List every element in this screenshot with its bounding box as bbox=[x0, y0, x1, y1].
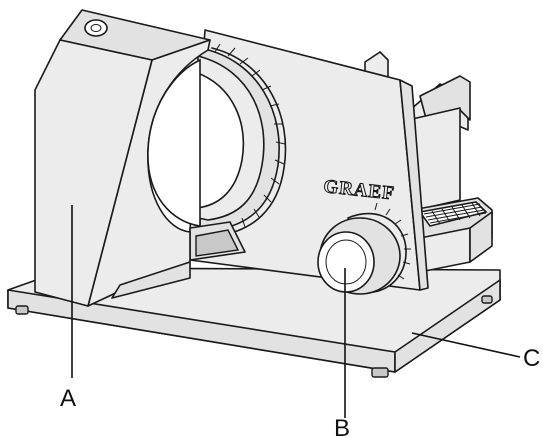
callout-label-a: A bbox=[60, 385, 76, 412]
base-plate bbox=[7, 267, 501, 378]
thickness-knob bbox=[317, 202, 411, 295]
power-switch bbox=[84, 19, 108, 37]
food-tray bbox=[411, 197, 493, 273]
callout-a: A bbox=[60, 205, 76, 412]
callout-label-c: C bbox=[523, 345, 540, 372]
foot-right bbox=[481, 295, 493, 304]
foot-front bbox=[371, 367, 389, 378]
callout-label-b: B bbox=[334, 415, 350, 438]
foot-left bbox=[15, 305, 29, 315]
blade-assembly bbox=[189, 43, 287, 261]
callout-c: C bbox=[411, 332, 540, 372]
callout-b: B bbox=[334, 268, 350, 438]
motor-housing bbox=[34, 9, 211, 307]
